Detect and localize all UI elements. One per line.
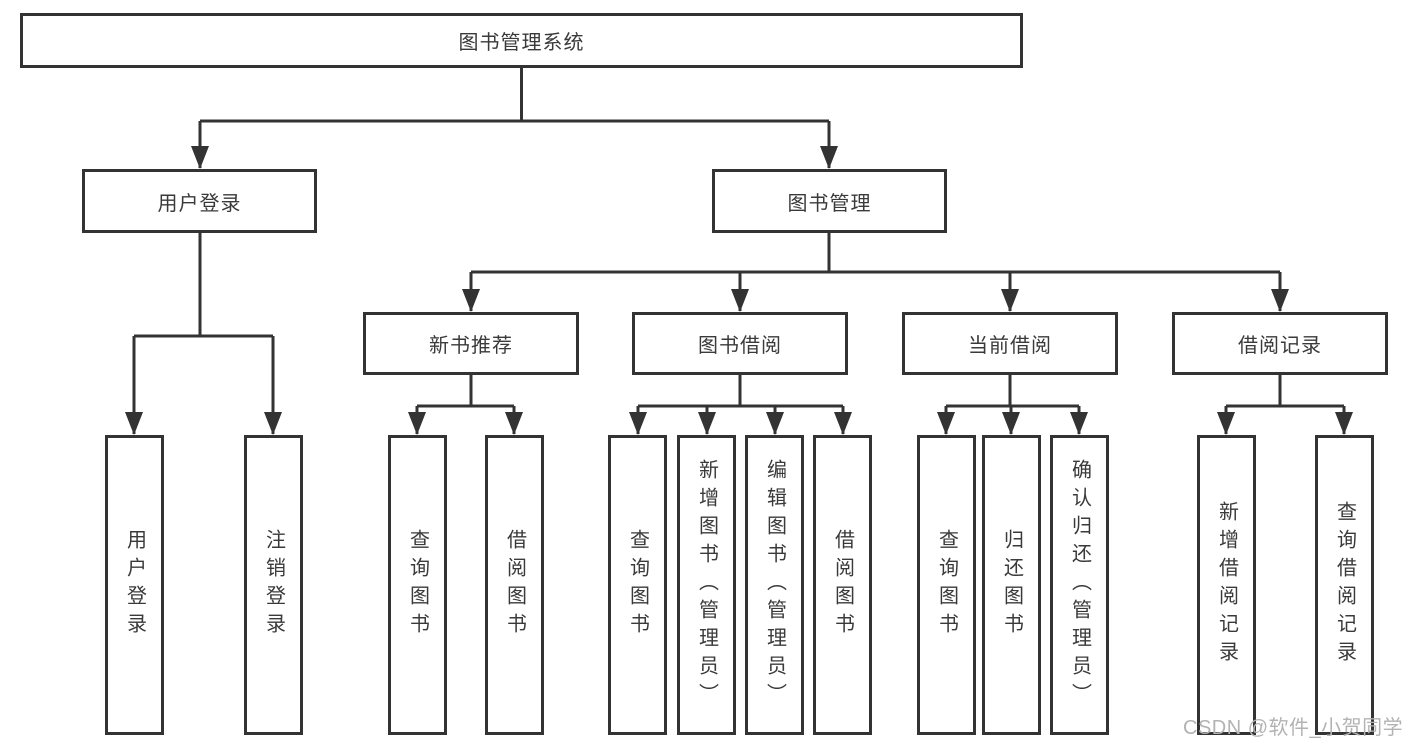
- leaf-query-books-current: 查询图书: [917, 435, 976, 735]
- csdn-watermark: CSDN @软件_小贺同学: [1183, 717, 1404, 739]
- node-user-login: 用户登录: [82, 169, 317, 233]
- leaf-add-book-admin: 新增图书（管理员）: [677, 435, 736, 735]
- leaf-logout-login: 注销登录: [244, 435, 303, 735]
- leaf-borrow-books-recommend: 借阅图书: [485, 435, 544, 735]
- node-borrow-records: 借阅记录: [1172, 312, 1388, 375]
- node-current-borrow: 当前借阅: [902, 312, 1118, 375]
- leaf-query-borrow-record: 查询借阅记录: [1315, 435, 1374, 735]
- node-root: 图书管理系统: [20, 13, 1023, 68]
- leaf-edit-book-admin: 编辑图书（管理员）: [745, 435, 804, 735]
- node-new-book-recommend: 新书推荐: [363, 312, 579, 375]
- node-book-borrow: 图书借阅: [632, 312, 848, 375]
- leaf-confirm-return-admin: 确认归还（管理员）: [1050, 435, 1109, 735]
- leaf-user-login: 用户登录: [105, 435, 164, 735]
- node-book-management: 图书管理: [712, 169, 947, 233]
- leaf-query-books-recommend: 查询图书: [388, 435, 447, 735]
- leaf-return-book: 归还图书: [982, 435, 1041, 735]
- leaf-add-borrow-record: 新增借阅记录: [1197, 435, 1256, 735]
- leaf-borrow-books: 借阅图书: [813, 435, 872, 735]
- leaf-query-books-borrow: 查询图书: [608, 435, 667, 735]
